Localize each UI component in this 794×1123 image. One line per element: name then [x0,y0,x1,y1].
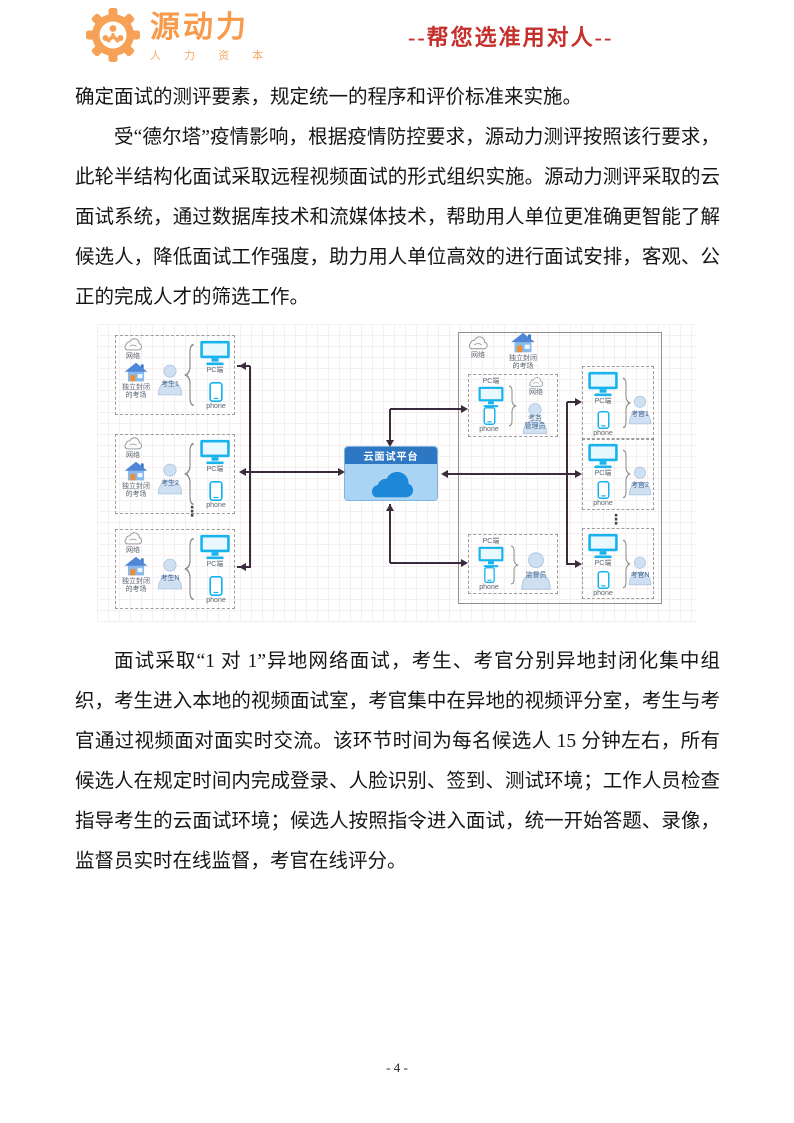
arrowhead [386,500,394,511]
pc-icon: PC端 [475,537,507,568]
network-label: 网络 [126,353,140,360]
candidate-icon: 考生1 [156,364,184,396]
supervisor-icon: 监督员 [519,551,553,591]
arrowhead [575,560,586,568]
phone-icon: phone [204,481,228,510]
examiner-box-1: PC端 phone 考官1 [582,366,654,440]
ellipsis-left: ⋮ [185,503,199,519]
exam-admin-box: PC端 phone 网络 考务 管理员 [468,374,558,437]
cloud-platform-body [345,464,437,500]
candidate-icon: 考生2 [156,463,184,495]
examiner-icon: 考官2 [627,466,653,496]
exam-room-icon: 独立封闭 的考场 [118,362,154,400]
phone-icon: phone [591,481,615,508]
cloud-platform-title: 云面试平台 [345,447,437,464]
arrowhead [437,470,448,478]
exam-room-label: 独立封闭 的考场 [122,384,150,400]
pc-icon: PC端 [475,377,507,408]
network-cloud-icon: 网络 [120,338,146,361]
examiner-icon: 考官N [627,556,653,586]
cloud-interview-diagram: 网络 独立封闭 的考场 考生1 PC端 phone [97,324,697,622]
phone-label: phone [206,403,226,410]
pc-icon: PC端 [585,533,621,568]
cloud-icon [363,470,419,500]
brace-icon [184,537,196,601]
phone-icon: phone [591,411,615,438]
brace-icon [509,545,519,585]
exam-room-icon: 独立封闭 的考场 [501,332,545,371]
connector-line [567,563,577,565]
connector-line [443,473,575,475]
supervisor-label: 监督员 [525,571,547,579]
arrowhead [338,468,349,476]
brace-icon [507,385,517,427]
network-cloud-icon: 网络 [120,437,146,460]
brand-logo: 源动力 人 力 资 本 [84,6,273,64]
pc-icon: PC端 [585,371,621,406]
connector-line [567,401,577,403]
pc-icon: PC端 [585,443,621,478]
phone-icon: phone [479,567,499,592]
connector-line [389,409,391,441]
examiner-side-container [458,332,662,604]
pc-icon: PC端 [198,534,232,569]
brace-icon [184,343,196,407]
paragraph-2: 受“德尔塔”疫情影响，根据疫情防控要求，源动力测评按照该行要求，此轮半结构化面试… [75,127,720,308]
pc-label: PC端 [206,367,224,374]
arrowhead [386,440,394,451]
candidate-icon: 考生N [156,558,184,590]
network-cloud-icon: 网络 [120,532,146,555]
right-trunk-line [566,402,568,565]
gear-logo-icon [86,8,140,62]
page-body: 确定面试的测评要素，规定统一的程序和评价标准来实施。 受“德尔塔”疫情影响，根据… [75,78,720,882]
candidate-room-box-1: 网络 独立封闭 的考场 考生1 PC端 phone [115,335,235,415]
pc-icon: PC端 [198,340,232,375]
cloud-platform-box: 云面试平台 [345,447,437,500]
network-cloud-icon: 网络 [463,336,493,360]
arrowhead [461,405,472,413]
candidate-room-box-2: 网络 独立封闭 的考场 考生2 PC端 phone [115,434,235,514]
header-slogan: --帮您选准用对人-- [408,25,614,50]
arrowhead [235,563,246,571]
exam-admin-icon: 考务 管理员 [521,402,549,435]
phone-icon: phone [204,576,228,605]
exam-admin-label: 考务 管理员 [524,415,546,430]
paragraph-3: 面试采取“1 对 1”异地网络面试，考生、考官分别异地封闭化集中组织，考生进入本… [75,651,720,872]
exam-room-icon: 独立封闭 的考场 [118,461,154,499]
examiner-box-2: PC端 phone 考官2 [582,438,654,510]
connector-line [389,504,391,563]
connector-line [390,408,461,410]
candidate-room-box-n: 网络 独立封闭 的考场 考生N PC端 phone [115,529,235,609]
arrowhead [575,470,586,478]
supervisor-box: PC端 phone 监督员 [468,534,558,594]
network-cloud-icon: 网络 [523,377,549,397]
phone-icon: phone [204,382,228,411]
left-trunk-line [249,366,251,568]
arrowhead [575,398,586,406]
brace-icon [184,442,196,506]
candidate-label: 考生1 [161,380,179,388]
phone-icon: phone [479,407,499,434]
brand-subtitle: 人 力 资 本 [150,49,274,62]
paragraph-1: 确定面试的测评要素，规定统一的程序和评价标准来实施。 [75,87,583,108]
examiner-box-n: PC端 phone 考官N [582,528,654,599]
connector-line [241,471,339,473]
arrowhead [235,362,246,370]
page-header: 源动力 人 力 资 本 --帮您选准用对人-- [0,0,794,72]
brand-name: 源动力 [150,11,249,44]
connector-line [390,562,461,564]
arrowhead [461,559,472,567]
examiner-icon: 考官1 [627,395,653,425]
page-number: - 4 - [386,1060,408,1075]
pc-icon: PC端 [198,439,232,474]
ellipsis-right: ⋮ [609,511,623,527]
phone-icon: phone [591,571,615,598]
brand-text: 源动力 人 力 资 本 [150,6,273,63]
exam-room-icon: 独立封闭 的考场 [118,556,154,594]
arrowhead [235,468,246,476]
